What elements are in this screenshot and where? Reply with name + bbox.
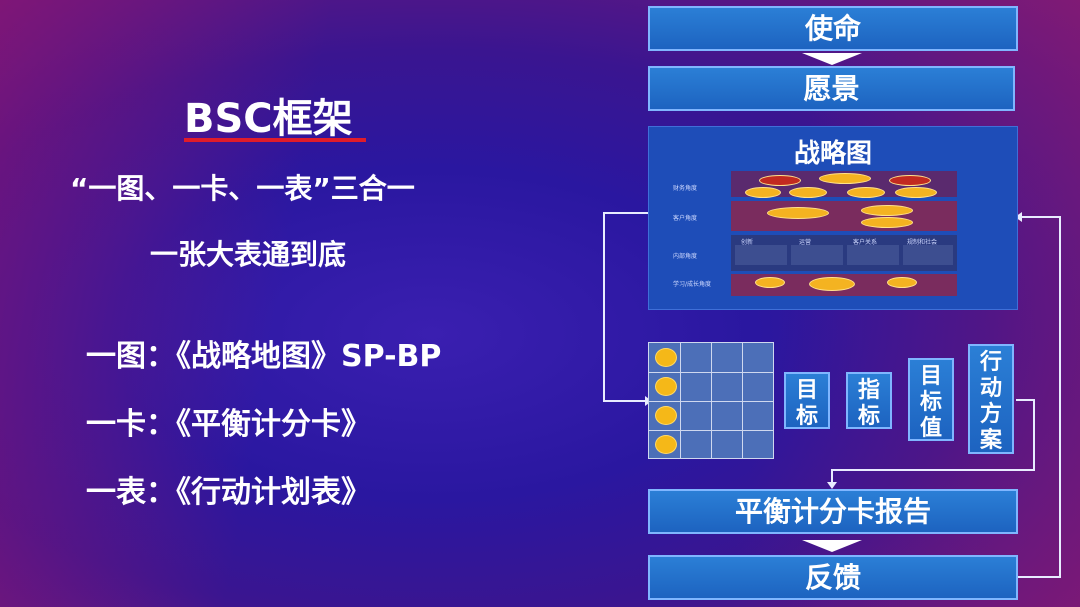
list-item-table: 一表：《行动计划表》	[86, 475, 371, 510]
scorecard-col-indicator: 指标	[846, 372, 892, 429]
mission-box: 使命	[648, 6, 1018, 51]
title-underline	[184, 138, 366, 142]
scorecard-grid	[648, 342, 774, 459]
objective-marker	[759, 175, 801, 186]
objective-marker	[861, 217, 913, 228]
list-item-card: 一卡：《平衡计分卡》	[86, 407, 371, 442]
vision-box: 愿景	[648, 66, 1015, 111]
strategy-col-label: 规制和社会	[907, 239, 938, 246]
scorecard-col-objective: 目标	[784, 372, 830, 429]
subtitle-three-in-one: “一图、一卡、一表”三合一	[70, 172, 415, 205]
strategy-col-label: 创新	[741, 239, 754, 246]
page-title: BSC框架	[184, 96, 353, 142]
objective-dot-icon	[655, 377, 677, 396]
strategy-row-label: 学习/成长角度	[673, 281, 712, 288]
strategy-row-label: 内部角度	[673, 253, 698, 260]
objective-marker	[819, 173, 871, 184]
objective-dot-icon	[655, 435, 677, 454]
objective-marker	[789, 187, 827, 198]
strategy-row-label: 客户角度	[673, 215, 698, 222]
down-arrow-icon	[802, 540, 862, 552]
objective-dot-icon	[655, 348, 677, 367]
strategy-band-customer	[731, 201, 957, 231]
scorecard-col-action-plan: 行动方案	[968, 344, 1014, 454]
scorecard-col-target-value: 目标值	[908, 358, 954, 441]
strategy-row-label: 财务角度	[673, 185, 698, 192]
objective-marker	[767, 207, 829, 219]
down-arrow-icon	[802, 53, 862, 65]
objective-marker	[847, 187, 885, 198]
process-box	[903, 245, 953, 265]
objective-marker	[745, 187, 781, 198]
objective-marker	[895, 187, 937, 198]
scorecard-report-box: 平衡计分卡报告	[648, 489, 1018, 534]
objective-marker	[887, 277, 917, 288]
strategy-map-panel: 战略图 财务角度 客户角度 内部角度 学习/成长角度 创新 运营 客户关系 规制…	[648, 126, 1018, 310]
objective-marker	[889, 175, 931, 186]
list-item-map: 一图：《战略地图》SP-BP	[86, 339, 442, 374]
process-box	[847, 245, 899, 265]
process-box	[735, 245, 787, 265]
objective-marker	[861, 205, 913, 216]
strategy-col-label: 客户关系	[853, 239, 878, 246]
objective-marker	[755, 277, 785, 288]
strategy-map-title: 战略图	[793, 139, 872, 169]
subtitle-one-table: 一张大表通到底	[150, 238, 347, 271]
strategy-col-label: 运营	[799, 239, 812, 246]
objective-marker	[809, 277, 855, 291]
feedback-box: 反馈	[648, 555, 1018, 600]
objective-dot-icon	[655, 406, 677, 425]
process-box	[791, 245, 843, 265]
